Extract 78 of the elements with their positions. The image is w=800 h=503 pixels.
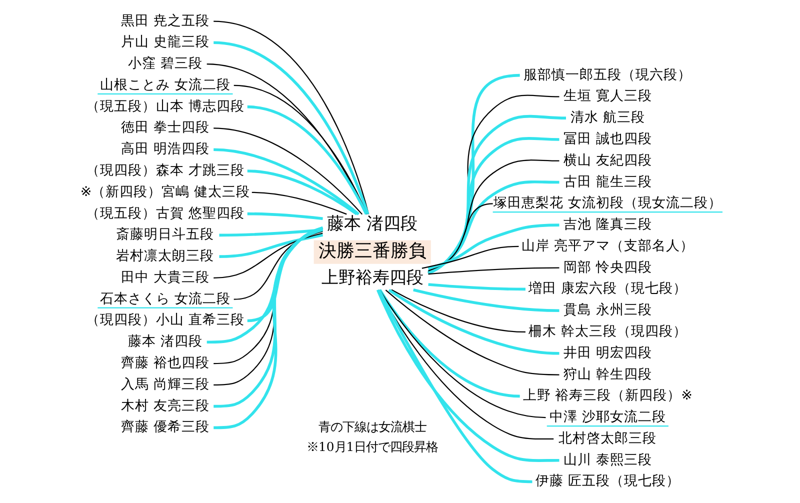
node-text: 北村啓太郎三段 — [558, 430, 656, 446]
node-text: （現四段）森本 才跳三段 — [86, 162, 244, 178]
node-text: 上野裕寿四段 — [320, 267, 423, 288]
node-text: 岩村凛太朗三段 — [116, 248, 214, 264]
connector — [206, 63, 367, 214]
connector — [378, 290, 554, 440]
connector — [427, 74, 520, 275]
connector — [377, 290, 532, 484]
connector — [246, 212, 322, 220]
node-text: 吉池 隆真三段 — [563, 216, 652, 233]
connector — [412, 288, 559, 312]
node-text: 中澤 沙耶女流二段 — [549, 409, 666, 426]
node-text: 黒田 尭之五段 — [120, 12, 209, 29]
node-text: 斎藤明日斗五段 — [116, 226, 214, 243]
label: 青の下線は女流棋士 — [318, 420, 426, 434]
node-text: 古田 龍生三段 — [563, 174, 652, 190]
connector — [428, 267, 559, 275]
connector — [213, 128, 362, 215]
connector — [251, 192, 346, 215]
connector — [427, 114, 566, 274]
node-text: 徳田 拳士四段 — [120, 120, 209, 136]
connector — [233, 230, 322, 300]
node-text: 山川 泰熙三段 — [563, 452, 652, 468]
node-text: 山岸 亮平アマ（支部名人） — [521, 238, 694, 254]
node-text: （現五段）古賀 悠聖四段 — [86, 205, 244, 222]
node-box: 決勝三番勝負 — [313, 240, 430, 264]
node-text: 石本さくら 女流二段 — [100, 290, 230, 307]
connector — [428, 283, 525, 291]
node-text: （現五段）山本 博志四段 — [86, 98, 244, 114]
node-text: 上野 裕寿三段（新四段）※ — [522, 388, 692, 404]
connector — [427, 224, 559, 270]
node-text: 藤本 渚四段 — [128, 334, 202, 350]
node-text: 生垣 寛人三段 — [563, 88, 652, 104]
node-text: 片山 史龍三段 — [120, 34, 209, 50]
node-text: （現四段）小山 直希三段 — [86, 312, 244, 328]
node-text: 柵木 幹太三段（現四段） — [528, 323, 686, 340]
node-text: 塚田恵梨花 女流初段（現女流二段） — [493, 195, 722, 212]
connector — [246, 170, 358, 216]
connector — [213, 232, 322, 279]
connector — [378, 289, 520, 398]
label: ※10月1日付で四段昇格 — [306, 440, 438, 454]
node-text: 齊藤 裕也四段 — [120, 355, 209, 372]
connector — [206, 228, 323, 344]
node-text: 横山 友紀四段 — [563, 152, 652, 168]
node-text: 清水 航三段 — [570, 110, 644, 126]
connector — [428, 203, 492, 272]
connector — [390, 289, 525, 333]
connector — [246, 228, 322, 322]
node-text: 田中 大貴三段 — [120, 269, 209, 286]
node-text: 増田 康宏六段（現七段） — [528, 280, 686, 297]
node-text: 狩山 幹生四段 — [563, 366, 652, 382]
node-text: 高田 明浩四段 — [120, 141, 209, 158]
node-text: 入馬 尚輝三段 — [120, 376, 209, 392]
node-text: ※（新四段）宮嶋 健太三段 — [80, 184, 250, 200]
node-text: 服部慎一郎五段（現六段） — [523, 66, 692, 83]
node-text: 貫島 永州三段 — [563, 302, 652, 318]
connector — [427, 137, 559, 274]
connector — [218, 228, 322, 237]
connector — [213, 148, 360, 216]
connector — [421, 246, 518, 269]
connector — [427, 180, 559, 273]
node-text: 小窪 碧三段 — [128, 56, 202, 72]
connector — [384, 290, 559, 376]
node-text: 齊藤 優希三段 — [120, 419, 209, 436]
connector — [428, 160, 559, 273]
connector — [233, 84, 367, 214]
node-text: 冨田 誠也四段 — [563, 130, 652, 147]
connector — [246, 105, 368, 215]
node-text: 山根ことみ 女流二段 — [100, 76, 230, 93]
node-text: 伊藤 匠五段（現七段） — [535, 473, 680, 490]
connector — [378, 290, 546, 418]
node-text: 木村 友亮三段 — [120, 398, 209, 414]
connector — [388, 288, 559, 355]
connector — [376, 289, 559, 462]
node-text: 藤本 渚四段 — [326, 212, 418, 233]
node-text: 岡部 怜央四段 — [563, 259, 652, 276]
node-text: 井田 明宏四段 — [563, 344, 652, 361]
connector — [218, 234, 323, 258]
